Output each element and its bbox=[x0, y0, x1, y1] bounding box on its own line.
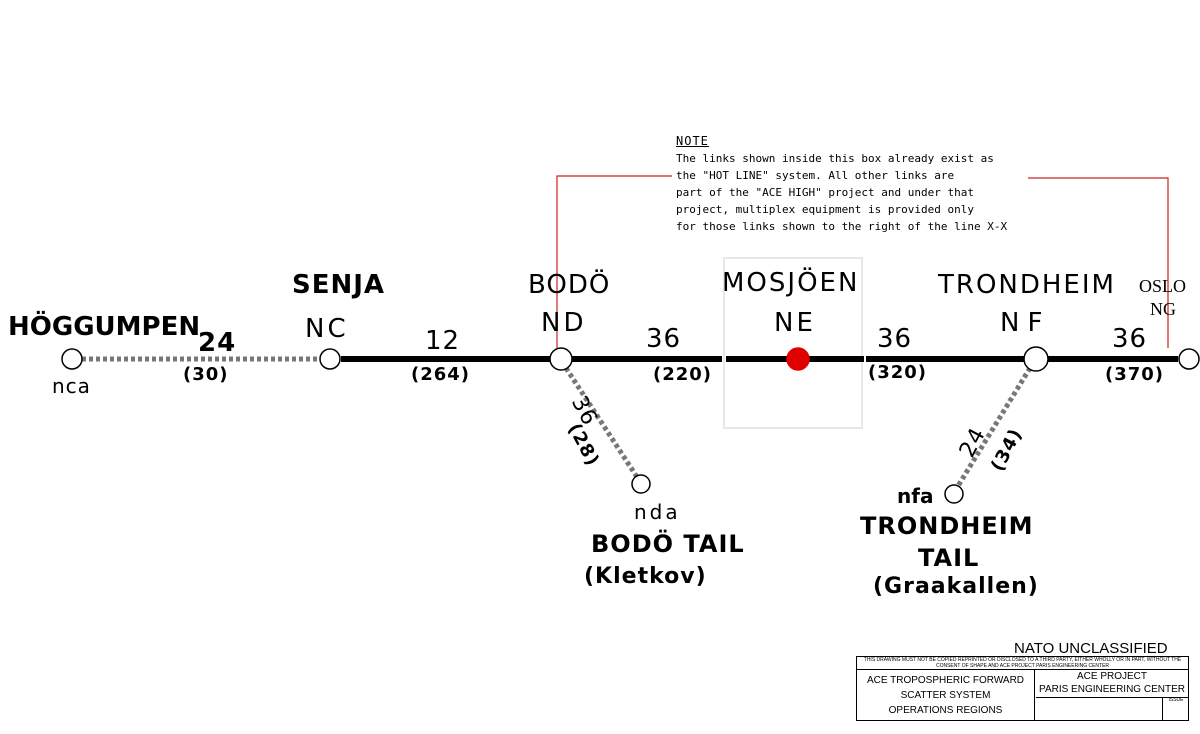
tail-site-graakallen: (Graakallen) bbox=[873, 574, 1039, 599]
tail-name-tail: TAIL bbox=[918, 544, 980, 572]
hot-line-box bbox=[723, 257, 863, 429]
link-km-bodo-mosjoen: (220) bbox=[653, 364, 713, 385]
title-block-warning: THIS DRAWING MUST NOT BE COPIED REPRINTE… bbox=[857, 657, 1188, 670]
note-line: for those links shown to the right of th… bbox=[676, 220, 1008, 233]
station-code-ne: NE bbox=[774, 308, 816, 338]
node-oslo bbox=[1178, 348, 1200, 370]
link-line-bodo-tail bbox=[563, 366, 640, 479]
tail-name-trondheim: TRONDHEIM bbox=[860, 512, 1034, 540]
title-line: OPERATIONS REGIONS bbox=[888, 705, 1003, 716]
link-channels-bodo-mosjoen: 36 bbox=[646, 324, 682, 354]
title-block-issue: ISSUE bbox=[1162, 697, 1189, 720]
note-box: NOTE The links shown inside this box alr… bbox=[676, 133, 1021, 235]
tail-code-nda: nda bbox=[634, 500, 681, 524]
tail-code-nfa: nfa bbox=[897, 484, 934, 508]
station-name-hoggumpen: HÖGGUMPEN bbox=[8, 312, 201, 342]
link-km-hog-senja: (30) bbox=[183, 364, 229, 385]
note-bracket-left bbox=[556, 175, 672, 348]
node-bodo bbox=[549, 347, 573, 371]
node-trondheim bbox=[1023, 346, 1049, 372]
node-mosjoen bbox=[786, 347, 810, 371]
title-line: ACE TROPOSPHERIC FORWARD bbox=[866, 675, 1025, 686]
org-line: ACE PROJECT bbox=[1076, 671, 1147, 682]
title-block-org: ACE PROJECT PARIS ENGINEERING CENTER bbox=[1036, 670, 1188, 698]
note-title: NOTE bbox=[676, 134, 709, 148]
station-code-ng: NG bbox=[1150, 299, 1176, 319]
link-channels-hog-senja: 24 bbox=[198, 328, 237, 358]
title-line: SCATTER SYSTEM bbox=[900, 690, 991, 701]
tail-site-kletkov: (Kletkov) bbox=[584, 564, 707, 589]
note-line: part of the "ACE HIGH" project and under… bbox=[676, 186, 975, 199]
title-block-drawing-title: ACE TROPOSPHERIC FORWARD SCATTER SYSTEM … bbox=[857, 670, 1035, 720]
org-line: PARIS ENGINEERING CENTER bbox=[1039, 684, 1185, 695]
title-block: THIS DRAWING MUST NOT BE COPIED REPRINTE… bbox=[856, 656, 1189, 721]
link-channels-trondheim-oslo: 36 bbox=[1112, 324, 1148, 354]
station-name-trondheim: TRONDHEIM bbox=[938, 270, 1116, 300]
link-km-trondheim-oslo: (370) bbox=[1105, 364, 1165, 385]
station-name-mosjoen: MOSJÖEN bbox=[722, 268, 860, 298]
link-line-trondheim-tail bbox=[955, 366, 1033, 488]
link-channels-mosjoen-trondheim: 36 bbox=[877, 324, 913, 354]
node-senja bbox=[319, 348, 341, 370]
station-code-nc: NC bbox=[305, 314, 349, 344]
tail-name-bodo: BODÖ TAIL bbox=[591, 530, 745, 558]
link-km-mosjoen-trondheim: (320) bbox=[868, 362, 928, 383]
note-line: the "HOT LINE" system. All other links a… bbox=[676, 169, 955, 182]
classification-label: NATO UNCLASSIFIED bbox=[1014, 640, 1168, 657]
node-bodo-tail bbox=[631, 474, 651, 494]
station-code-nf: NF bbox=[1000, 308, 1051, 338]
node-trondheim-tail bbox=[944, 484, 964, 504]
station-name-senja: SENJA bbox=[292, 270, 386, 300]
note-line: The links shown inside this box already … bbox=[676, 152, 994, 165]
station-name-bodo: BODÖ bbox=[528, 270, 611, 300]
note-bracket-right bbox=[1028, 177, 1169, 348]
link-channels-senja-bodo: 12 bbox=[425, 326, 461, 356]
node-hoggumpen bbox=[61, 348, 83, 370]
station-code-nd: ND bbox=[541, 308, 587, 338]
link-km-senja-bodo: (264) bbox=[411, 364, 471, 385]
note-line: project, multiplex equipment is provided… bbox=[676, 203, 975, 216]
station-name-oslo: OSLO bbox=[1139, 276, 1187, 296]
station-code-nca: nca bbox=[52, 374, 91, 398]
